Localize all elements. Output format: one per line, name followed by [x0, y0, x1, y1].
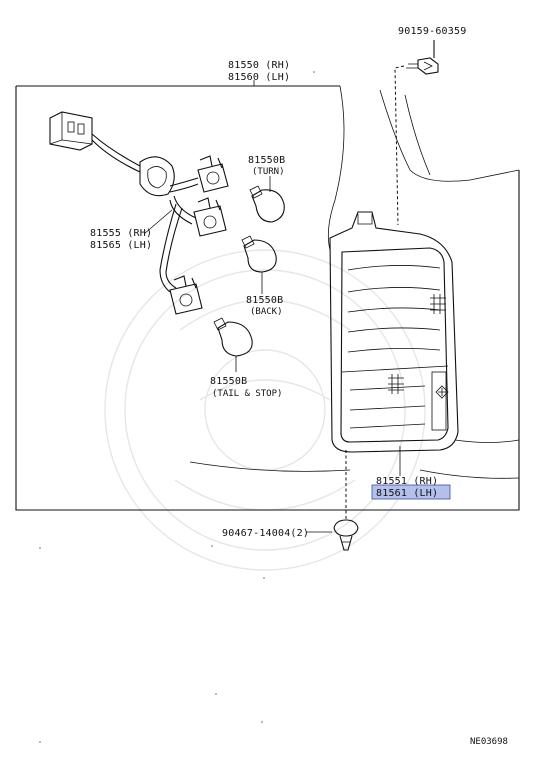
socket-tail: [169, 275, 203, 315]
label-clip: 90467-14004(2): [222, 528, 309, 539]
part-highlight-box: [371, 484, 451, 500]
label-bulb-tail-part: 81550B: [210, 376, 247, 387]
clip-90467-14004: [333, 519, 359, 551]
screw-90159-60359: [406, 57, 439, 75]
harness-connector: [49, 111, 93, 151]
label-lens-lh: 81561 (LH): [376, 488, 438, 499]
label-bulb-back-func: (BACK): [250, 307, 283, 317]
assembly-frame: [15, 85, 520, 511]
socket-main: [139, 156, 175, 197]
label-bulb-turn-func: (TURN): [252, 167, 285, 177]
label-bulb-tail-func: (TAIL & STOP): [212, 389, 282, 399]
wiring-harness: [91, 133, 199, 293]
scan-specks: [39, 71, 315, 743]
diagram-code: NE03698: [470, 737, 508, 747]
bulb-tail-stop: [213, 317, 253, 357]
socket-turn: [197, 155, 229, 193]
label-socket-rh: 81555 (RH): [90, 228, 152, 239]
label-screw: 90159-60359: [398, 26, 466, 37]
socket-back: [193, 197, 227, 237]
tail-lamp-lens: [329, 211, 459, 453]
leader-lines: [143, 80, 401, 533]
label-socket-lh: 81565 (LH): [90, 240, 152, 251]
bulb-back: [241, 235, 277, 273]
label-housing-rh: 81550 (RH): [228, 60, 290, 71]
vehicle-body-outline: [189, 85, 520, 479]
bulb-turn: [249, 185, 285, 223]
label-lens-rh: 81551 (RH): [376, 476, 438, 487]
label-bulb-turn-part: 81550B: [248, 155, 285, 166]
label-housing-lh: 81560 (LH): [228, 72, 290, 83]
label-bulb-back-part: 81550B: [246, 295, 283, 306]
